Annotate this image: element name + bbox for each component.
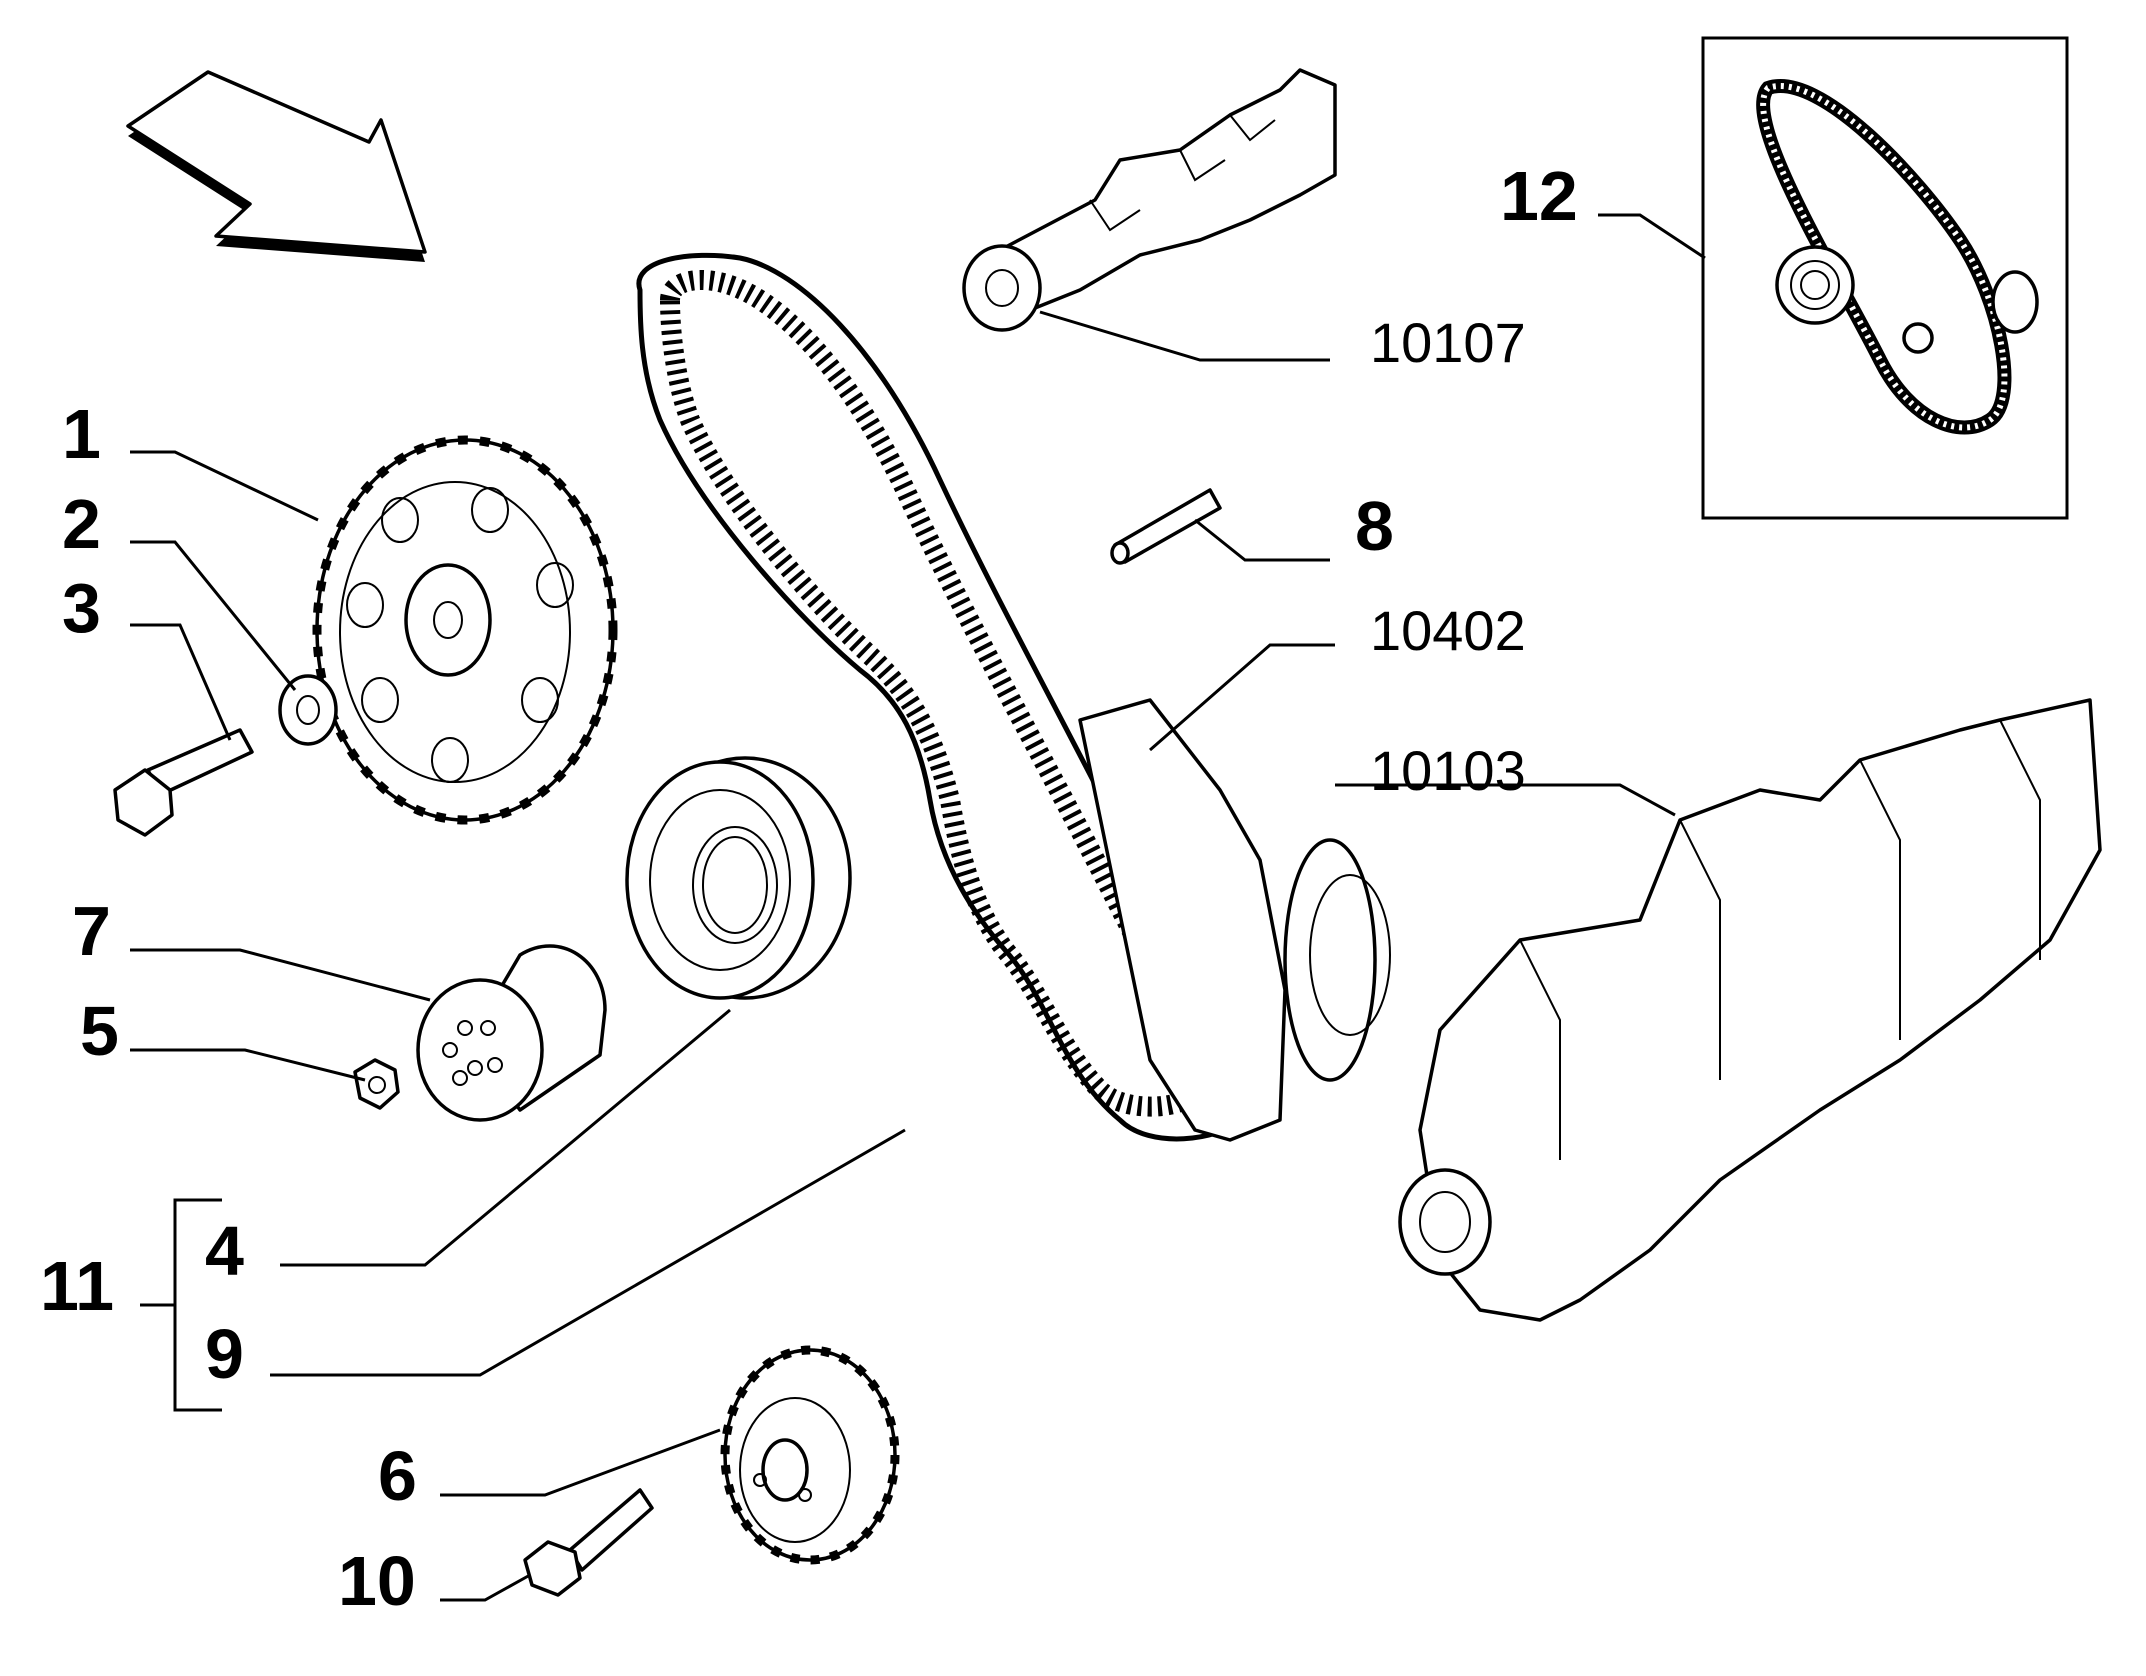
crankshaft bbox=[1398, 698, 2102, 1322]
dowel-pin bbox=[1110, 488, 1222, 565]
camshaft-gear bbox=[312, 435, 618, 825]
callout-3: 3 bbox=[62, 569, 101, 647]
ref-10107: 10107 bbox=[1370, 311, 1526, 374]
callout-7: 7 bbox=[72, 892, 111, 970]
oil-pump-housing bbox=[1078, 698, 1391, 1142]
flange-bolt bbox=[523, 1488, 654, 1597]
crankshaft-gear bbox=[720, 1345, 900, 1565]
leader-lines bbox=[130, 213, 1706, 1602]
callout-labels: 1 2 3 7 5 4 9 11 6 10 8 12 10107 10402 1… bbox=[40, 157, 1578, 1620]
tensioner-pulley bbox=[625, 756, 852, 1000]
camshaft bbox=[962, 68, 1337, 332]
idler-roller bbox=[416, 944, 607, 1122]
view-direction-arrow bbox=[126, 70, 427, 262]
callout-9: 9 bbox=[205, 1315, 244, 1393]
hex-nut bbox=[353, 1058, 400, 1110]
hex-bolt bbox=[113, 728, 254, 837]
ref-10103: 10103 bbox=[1370, 739, 1526, 802]
callout-2: 2 bbox=[62, 485, 101, 563]
callout-5: 5 bbox=[80, 992, 119, 1070]
timing-belt bbox=[636, 252, 1246, 1142]
callout-12: 12 bbox=[1500, 157, 1578, 235]
callout-11: 11 bbox=[40, 1247, 114, 1325]
ref-10402: 10402 bbox=[1370, 599, 1526, 662]
callout-1: 1 bbox=[62, 395, 101, 473]
washer bbox=[278, 674, 338, 746]
callout-8: 8 bbox=[1355, 487, 1394, 565]
timing-belt-kit-inset bbox=[1701, 36, 2069, 520]
callout-6: 6 bbox=[378, 1437, 417, 1515]
callout-10: 10 bbox=[338, 1542, 416, 1620]
callout-4: 4 bbox=[205, 1212, 244, 1290]
